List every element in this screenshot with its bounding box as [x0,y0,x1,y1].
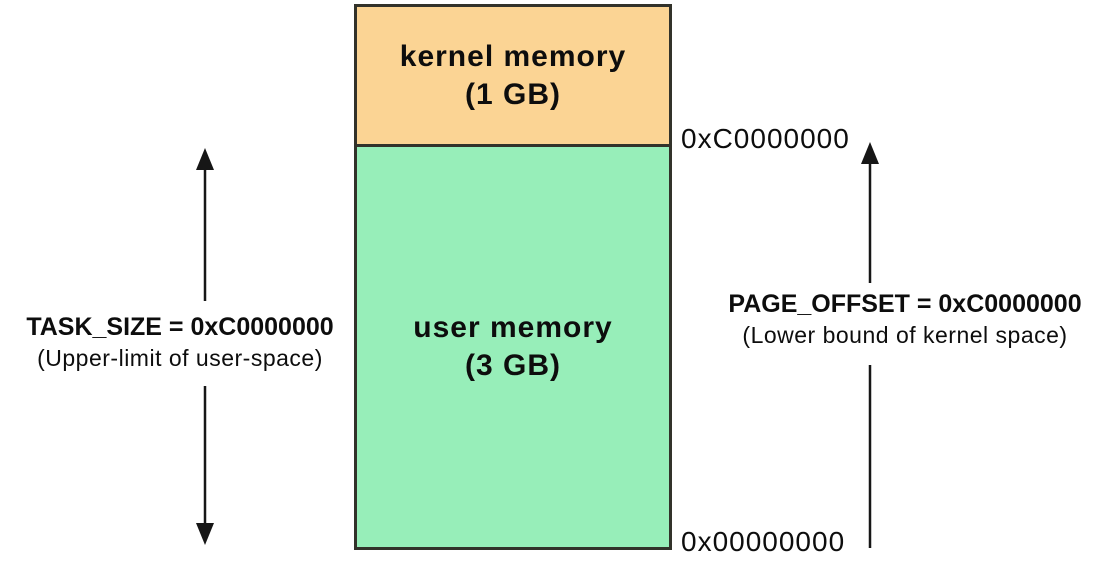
page-offset-annotation: PAGE_OFFSET = 0xC0000000 (Lower bound of… [700,288,1110,349]
bottom-address-label: 0x00000000 [681,526,846,557]
user-memory-region: user memory (3 GB) [357,147,669,547]
user-memory-label: user memory [413,311,613,344]
page-offset-subtitle: (Lower bound of kernel space) [742,322,1068,348]
page-offset-label: PAGE_OFFSET = 0xC0000000 [728,290,1082,318]
kernel-memory-region: kernel memory (1 GB) [357,7,669,147]
task-size-subtitle: (Upper-limit of user-space) [37,345,323,371]
task-size-label: TASK_SIZE = 0xC0000000 [26,313,334,341]
user-memory-size: (3 GB) [465,349,561,382]
boundary-address-label: 0xC0000000 [681,123,850,154]
memory-box: kernel memory (1 GB) user memory (3 GB) [354,4,672,550]
task-size-annotation: TASK_SIZE = 0xC0000000 (Upper-limit of u… [0,311,360,372]
kernel-memory-label: kernel memory [399,39,627,73]
kernel-memory-size: (1 GB) [465,77,561,111]
